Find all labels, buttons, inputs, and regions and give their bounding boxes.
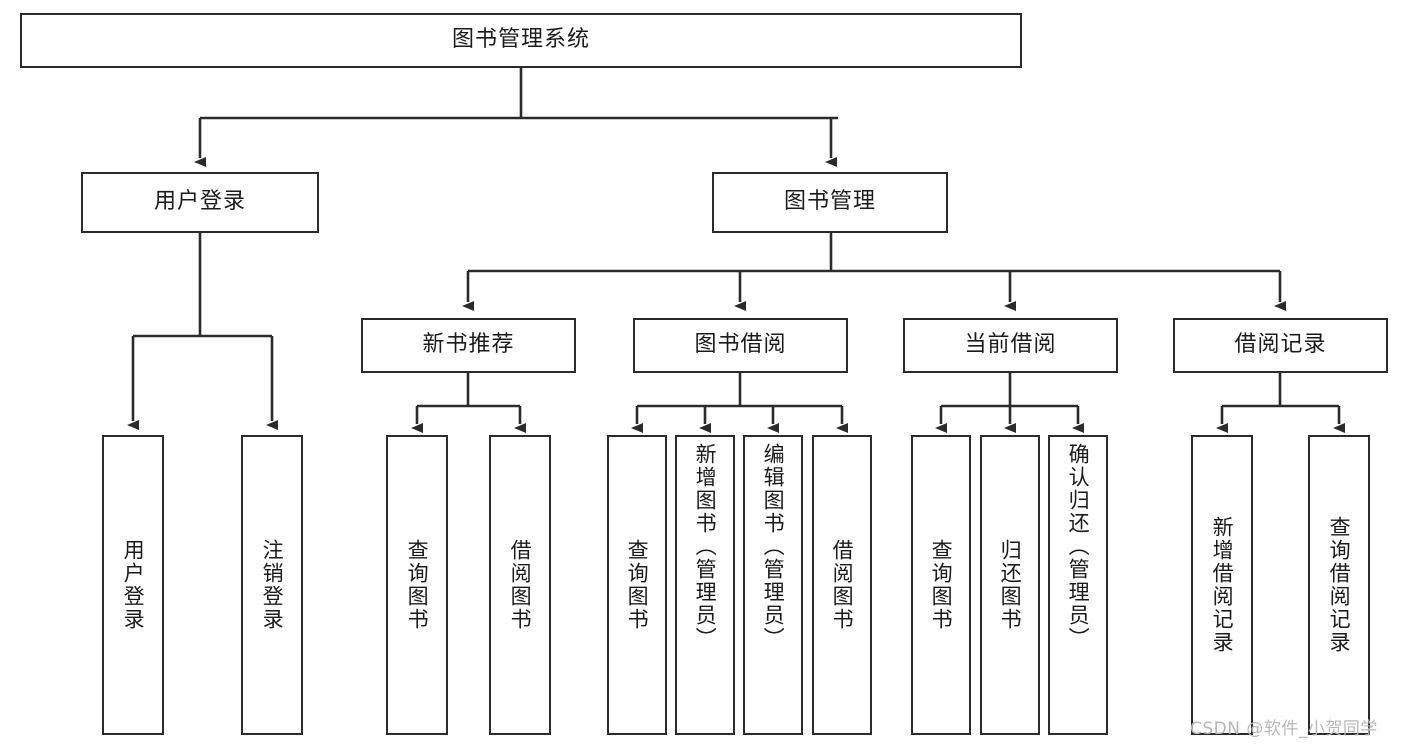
node-new-book-recommendation[interactable]: 新书推荐 <box>361 318 576 373</box>
node-leaf-return-books[interactable]: 归还图书 <box>980 435 1040 735</box>
node-leaf-add-book-admin[interactable]: 新增图书（管理员） <box>675 435 735 735</box>
node-leaf-query-borrow-record-label: 查询借阅记录 <box>1327 516 1352 654</box>
node-current-borrowing[interactable]: 当前借阅 <box>903 318 1118 373</box>
node-leaf-query-books-current-label: 查询图书 <box>929 539 954 631</box>
node-leaf-confirm-return-admin-label: 确认归还（管理员） <box>1066 443 1091 650</box>
node-leaf-query-books-borrow-label: 查询图书 <box>625 539 650 631</box>
node-user-login-label: 用户登录 <box>153 189 246 215</box>
node-book-management-label: 图书管理 <box>783 189 876 215</box>
node-leaf-return-books-label: 归还图书 <box>998 539 1023 631</box>
node-root[interactable]: 图书管理系统 <box>20 13 1022 68</box>
node-leaf-user-login[interactable]: 用户登录 <box>102 435 164 735</box>
node-book-borrowing[interactable]: 图书借阅 <box>633 318 848 373</box>
node-user-login[interactable]: 用户登录 <box>81 172 319 233</box>
node-book-borrowing-label: 图书借阅 <box>694 332 787 358</box>
node-leaf-borrow-books-new[interactable]: 借阅图书 <box>489 435 551 735</box>
node-leaf-query-books-current[interactable]: 查询图书 <box>911 435 971 735</box>
node-leaf-borrow-books[interactable]: 借阅图书 <box>812 435 872 735</box>
node-current-borrowing-label: 当前借阅 <box>964 332 1057 358</box>
node-leaf-add-borrow-record[interactable]: 新增借阅记录 <box>1191 435 1253 735</box>
node-leaf-query-books-borrow[interactable]: 查询图书 <box>607 435 667 735</box>
node-leaf-logout-label: 注销登录 <box>260 539 285 631</box>
node-leaf-add-borrow-record-label: 新增借阅记录 <box>1210 516 1235 654</box>
node-leaf-add-book-admin-label: 新增图书（管理员） <box>693 443 718 650</box>
node-root-label: 图书管理系统 <box>451 27 590 53</box>
node-borrowing-records[interactable]: 借阅记录 <box>1173 318 1388 373</box>
node-leaf-query-borrow-record[interactable]: 查询借阅记录 <box>1308 435 1370 735</box>
node-leaf-query-books-new-label: 查询图书 <box>405 539 430 631</box>
node-leaf-confirm-return-admin[interactable]: 确认归还（管理员） <box>1048 435 1108 735</box>
node-leaf-edit-book-admin-label: 编辑图书（管理员） <box>761 443 786 650</box>
node-leaf-borrow-books-new-label: 借阅图书 <box>508 539 533 631</box>
node-leaf-edit-book-admin[interactable]: 编辑图书（管理员） <box>743 435 803 735</box>
node-leaf-query-books-new[interactable]: 查询图书 <box>386 435 448 735</box>
node-leaf-logout[interactable]: 注销登录 <box>241 435 303 735</box>
node-borrowing-records-label: 借阅记录 <box>1234 332 1327 358</box>
node-leaf-user-login-label: 用户登录 <box>121 539 146 631</box>
node-leaf-borrow-books-label: 借阅图书 <box>830 539 855 631</box>
node-new-book-recommendation-label: 新书推荐 <box>422 332 515 358</box>
node-book-management[interactable]: 图书管理 <box>712 172 948 233</box>
